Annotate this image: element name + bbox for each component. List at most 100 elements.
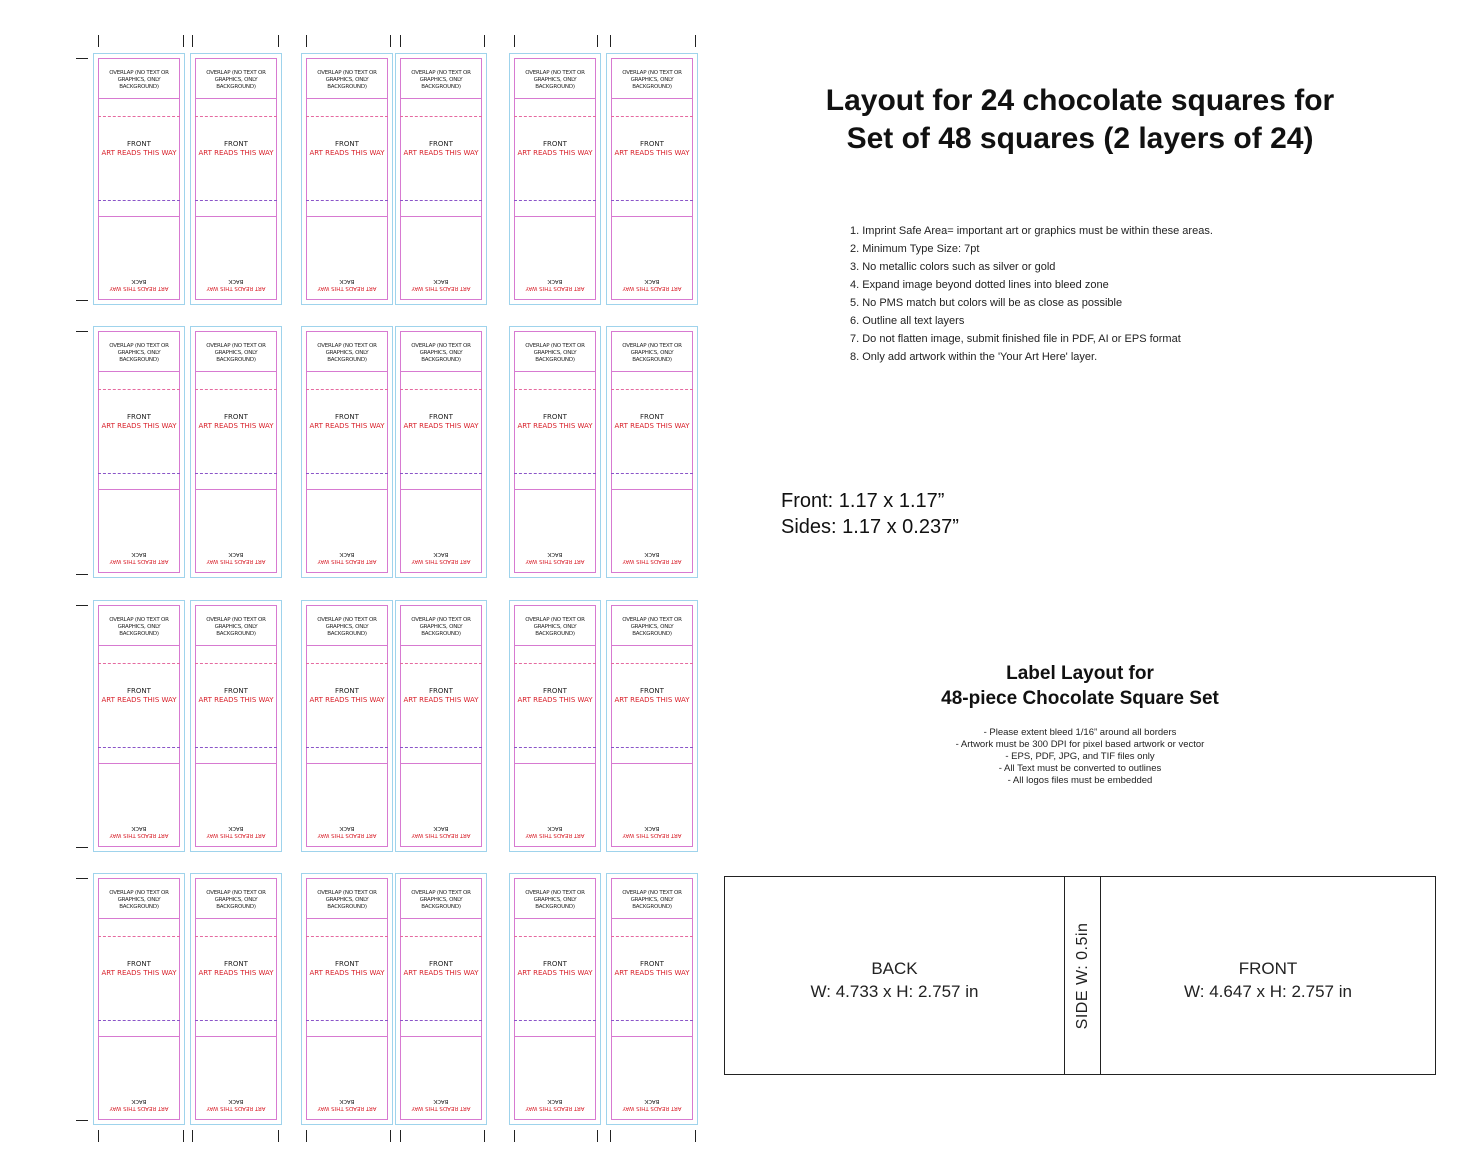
safe-area-outline xyxy=(306,331,388,573)
crop-mark xyxy=(192,1130,193,1142)
back-label: BACK xyxy=(644,1098,660,1104)
safe-area-outline xyxy=(400,605,482,847)
back-fold-line xyxy=(400,489,482,490)
safe-area-outline xyxy=(400,878,482,1120)
front-label: FRONT xyxy=(127,413,151,421)
label-requirement: - Artwork must be 300 DPI for pixel base… xyxy=(955,739,1205,750)
overlap-note-line-1: OVERLAP (NO TEXT OR xyxy=(622,617,682,623)
back-label: BACK xyxy=(228,278,244,284)
safe-area-outline xyxy=(400,331,482,573)
overlap-note-line-1: OVERLAP (NO TEXT OR xyxy=(622,890,682,896)
crop-mark xyxy=(514,35,515,47)
safe-area-outline xyxy=(514,331,596,573)
front-art-direction: ART READS THIS WAY xyxy=(101,969,177,977)
back-label: BACK xyxy=(433,551,449,557)
crop-mark xyxy=(76,1120,88,1121)
back-art-direction: ART READS THIS WAY xyxy=(109,832,169,838)
safe-area-outline xyxy=(98,331,180,573)
back-label: BACK xyxy=(547,551,563,557)
label-back-panel: BACK W: 4.733 x H: 2.757 in xyxy=(725,877,1065,1074)
crop-mark xyxy=(76,331,88,332)
overlap-note-line-2: GRAPHICS, ONLY BACKGROUND) xyxy=(325,624,369,637)
back-label: BACK xyxy=(131,551,147,557)
overlap-note-line-2: GRAPHICS, ONLY BACKGROUND) xyxy=(117,624,161,637)
back-art-direction: ART READS THIS WAY xyxy=(206,832,266,838)
front-label: FRONT xyxy=(224,413,248,421)
overlap-fold-line xyxy=(514,371,596,372)
front-bleed-line xyxy=(400,116,482,117)
overlap-fold-line xyxy=(400,98,482,99)
back-fold-line xyxy=(195,216,277,217)
back-art-direction: ART READS THIS WAY xyxy=(206,1105,266,1111)
front-label: FRONT xyxy=(335,140,359,148)
back-art-direction: ART READS THIS WAY xyxy=(411,832,471,838)
overlap-note-line-2: GRAPHICS, ONLY BACKGROUND) xyxy=(630,77,674,90)
guideline-item: 6. Outline all text layers xyxy=(850,315,965,327)
back-label: BACK xyxy=(131,278,147,284)
front-fold-line xyxy=(306,473,388,474)
crop-mark xyxy=(183,35,184,47)
back-fold-line xyxy=(514,763,596,764)
back-fold-line xyxy=(98,763,180,764)
overlap-note-line-1: OVERLAP (NO TEXT OR xyxy=(206,890,266,896)
guideline-item: 8. Only add artwork within the 'Your Art… xyxy=(850,351,1098,363)
front-fold-line xyxy=(611,473,693,474)
front-art-direction: ART READS THIS WAY xyxy=(198,969,274,977)
back-fold-line xyxy=(306,763,388,764)
front-art-direction: ART READS THIS WAY xyxy=(403,149,479,157)
front-art-direction: ART READS THIS WAY xyxy=(309,149,385,157)
back-fold-line xyxy=(514,216,596,217)
crop-mark xyxy=(484,1130,485,1142)
front-label: FRONT xyxy=(429,140,453,148)
overlap-note-line-1: OVERLAP (NO TEXT OR xyxy=(206,70,266,76)
overlap-note-line-2: GRAPHICS, ONLY BACKGROUND) xyxy=(214,350,258,363)
crop-mark xyxy=(278,1130,279,1142)
front-art-direction: ART READS THIS WAY xyxy=(403,422,479,430)
front-bleed-line xyxy=(611,116,693,117)
guideline-item: 1. Imprint Safe Area= important art or g… xyxy=(850,225,1213,237)
overlap-note-line-1: OVERLAP (NO TEXT OR xyxy=(411,343,471,349)
front-art-direction: ART READS THIS WAY xyxy=(198,422,274,430)
front-label: FRONT xyxy=(127,960,151,968)
crop-mark xyxy=(76,574,88,575)
back-art-direction: ART READS THIS WAY xyxy=(525,832,585,838)
back-art-direction: ART READS THIS WAY xyxy=(109,285,169,291)
overlap-fold-line xyxy=(195,98,277,99)
front-label: FRONT xyxy=(640,687,664,695)
front-art-direction: ART READS THIS WAY xyxy=(517,969,593,977)
safe-area-outline xyxy=(611,58,693,300)
safe-area-outline xyxy=(400,58,482,300)
crop-mark xyxy=(76,847,88,848)
front-fold-line xyxy=(514,200,596,201)
back-label: BACK xyxy=(339,825,355,831)
back-fold-line xyxy=(400,763,482,764)
front-fold-line xyxy=(306,747,388,748)
back-art-direction: ART READS THIS WAY xyxy=(317,285,377,291)
overlap-fold-line xyxy=(195,645,277,646)
overlap-note-line-1: OVERLAP (NO TEXT OR xyxy=(317,70,377,76)
back-art-direction: ART READS THIS WAY xyxy=(525,1105,585,1111)
